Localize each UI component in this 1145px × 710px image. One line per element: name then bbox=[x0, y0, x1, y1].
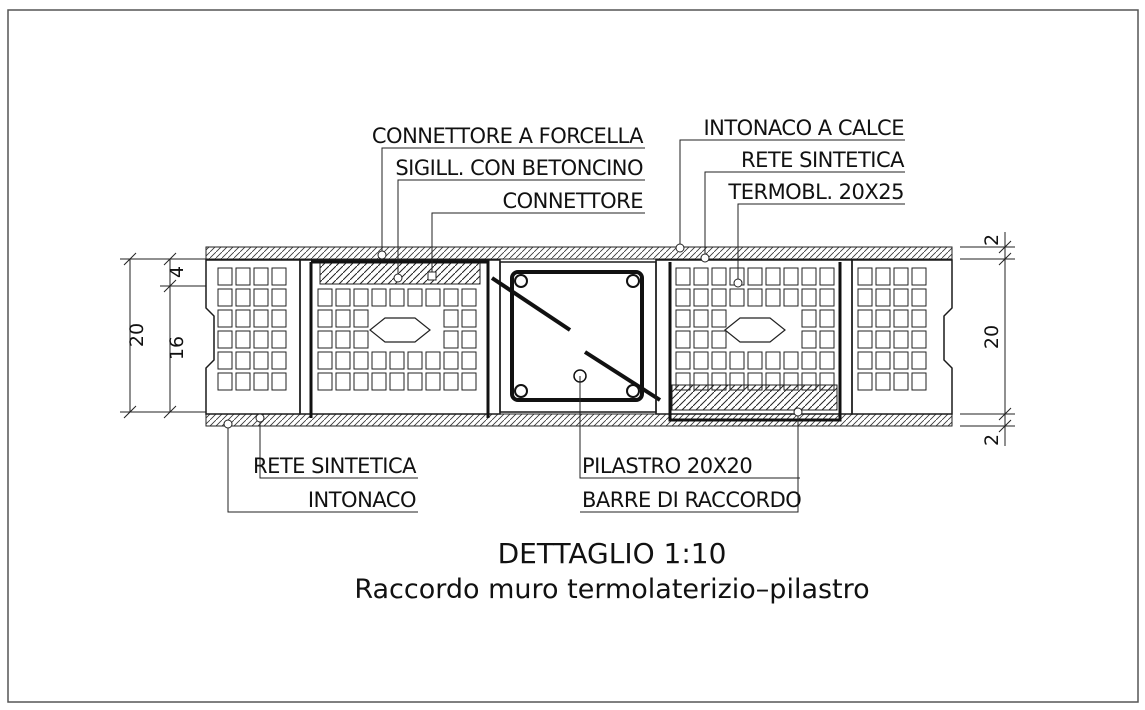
dim-right-2-bottom: 2 bbox=[981, 434, 1003, 446]
drawing-subtitle: Raccordo muro termolaterizio–pilastro bbox=[354, 574, 869, 605]
thermal-block-center-left bbox=[299, 259, 501, 415]
block-void bbox=[724, 317, 786, 343]
connector-hatch bbox=[671, 384, 838, 411]
connection-bar bbox=[583, 350, 662, 402]
wall-section bbox=[205, 246, 953, 427]
sheet-border bbox=[7, 9, 1139, 703]
label-termobl: TERMOBL. 20X25 bbox=[727, 180, 904, 204]
thermal-block-center-right bbox=[309, 259, 853, 422]
label-sigill-betoncino: SIGILL. CON BETONCINO bbox=[395, 156, 643, 180]
thermal-block-left bbox=[205, 259, 301, 415]
plaster-top bbox=[205, 246, 953, 260]
label-connettore: CONNETTORE bbox=[502, 189, 643, 213]
dim-right-2-top: 2 bbox=[981, 234, 1003, 246]
dimensions-right bbox=[960, 232, 1015, 446]
dim-left-4: 4 bbox=[166, 266, 188, 278]
dim-left-20: 20 bbox=[126, 323, 148, 347]
drawing-title: DETTAGLIO 1:10 bbox=[498, 537, 727, 570]
dim-right-20: 20 bbox=[981, 325, 1003, 349]
label-intonaco-calce: INTONACO A CALCE bbox=[703, 116, 904, 140]
label-rete-sintetica-bottom: RETE SINTETICA bbox=[253, 454, 417, 478]
label-barre-raccordo: BARRE DI RACCORDO bbox=[582, 488, 801, 512]
connection-bar bbox=[490, 276, 572, 332]
block-void bbox=[369, 317, 431, 343]
label-connettore-forcella: CONNETTORE A FORCELLA bbox=[372, 124, 644, 148]
pillar-section bbox=[490, 261, 662, 413]
label-rete-sintetica-top: RETE SINTETICA bbox=[741, 148, 905, 172]
label-pilastro: PILASTRO 20X20 bbox=[582, 454, 752, 478]
plaster-bottom bbox=[205, 413, 953, 427]
dimensions-left bbox=[120, 252, 206, 419]
dim-left-16: 16 bbox=[166, 336, 188, 360]
leader-lines bbox=[223, 139, 905, 513]
thermal-block-right bbox=[851, 259, 953, 415]
label-intonaco: INTONACO bbox=[308, 488, 416, 512]
